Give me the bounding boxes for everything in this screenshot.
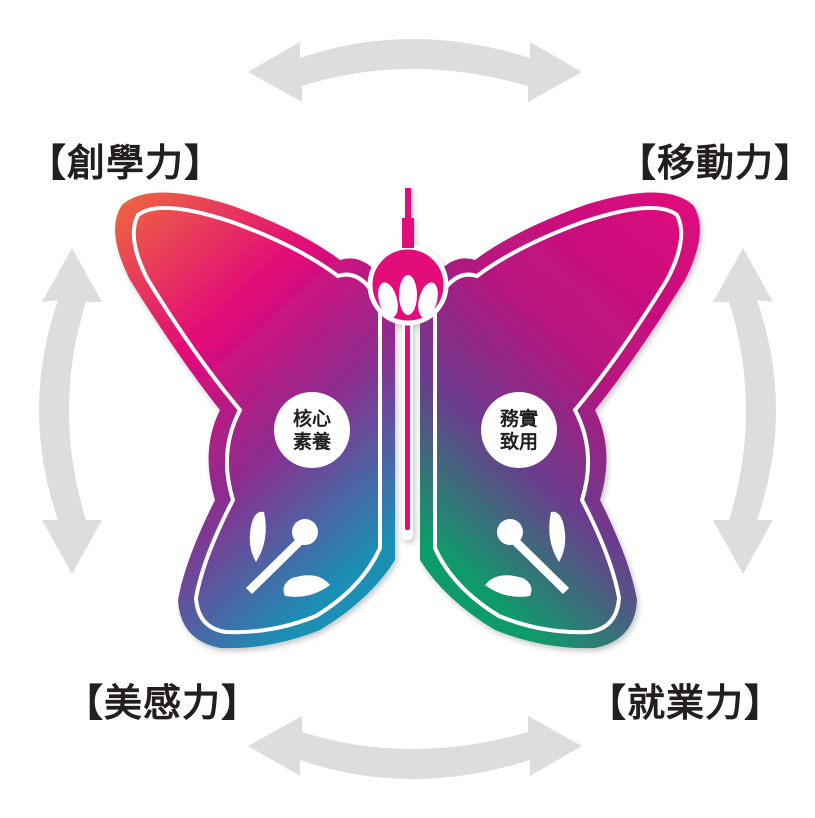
arrow-bottom	[248, 716, 582, 779]
core-literacy-text: 核心 素養	[280, 408, 344, 454]
label-creativity: 【創學力】	[28, 141, 224, 185]
label-aesthetics: 【美感力】	[65, 681, 261, 725]
practical-use-line1: 務實	[499, 408, 538, 430]
core-literacy-line1: 核心	[292, 408, 331, 430]
arrow-left	[39, 248, 102, 574]
butterfly	[115, 188, 700, 649]
label-employability: 【就業力】	[588, 681, 784, 725]
arrow-top	[248, 39, 582, 102]
left-wing	[115, 192, 395, 649]
left-disc	[274, 392, 350, 468]
right-wing	[420, 192, 700, 649]
label-mobility: 【移動力】	[618, 141, 814, 185]
practical-use-line2: 致用	[499, 431, 538, 453]
arrow-right	[713, 248, 776, 574]
right-disc	[481, 392, 557, 468]
practical-use-text: 務實 致用	[487, 408, 551, 454]
core-literacy-line2: 素養	[292, 431, 331, 453]
